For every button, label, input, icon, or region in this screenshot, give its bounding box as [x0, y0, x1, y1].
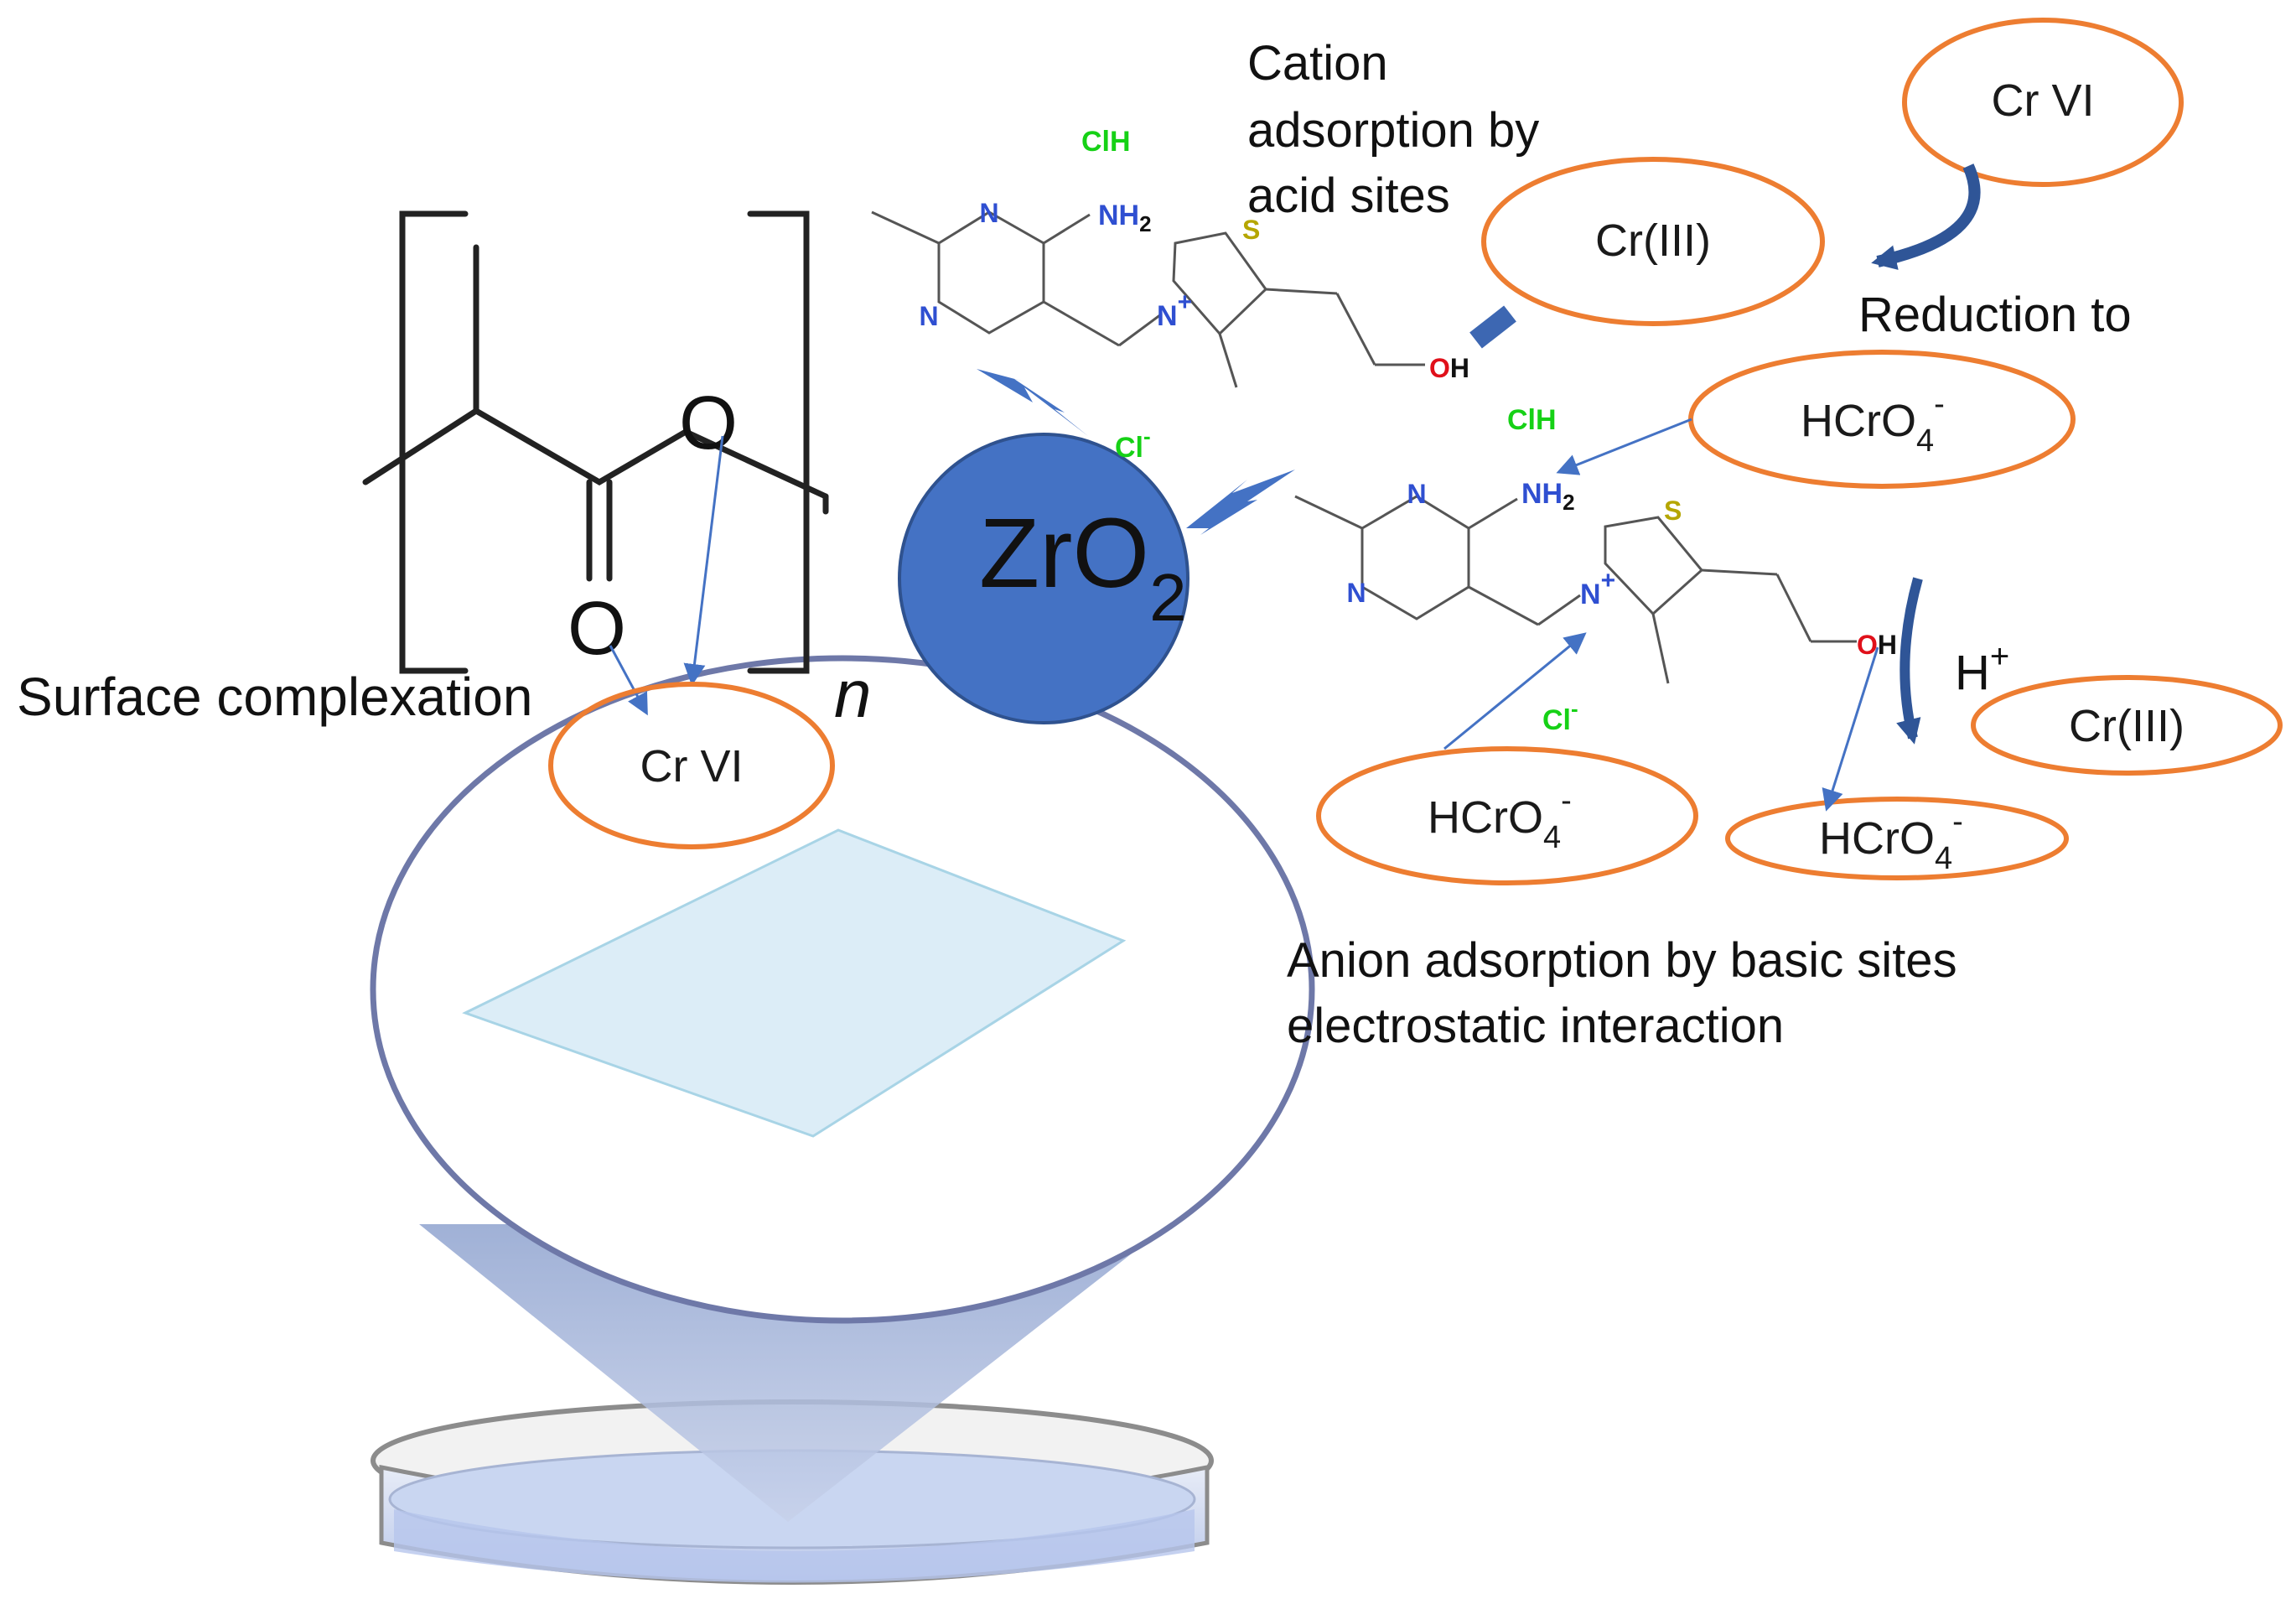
polymer-ring-oxygen: O [679, 382, 738, 465]
h-plus-label: H+ [1955, 638, 2009, 700]
arrow-hcro4-to-nplus [1443, 632, 1587, 750]
lightning-bolt-right [1186, 470, 1295, 535]
svg-text:ZrO2: ZrO2 [979, 498, 1187, 635]
lightning-bolt-top [977, 369, 1088, 436]
atom-s-top: S [1242, 215, 1260, 245]
dash-marker [1469, 305, 1516, 349]
anion-adsorption-line1: Anion adsorption by basic sites [1287, 933, 1957, 988]
oval-hcro4-lower: HCrO4- [1725, 797, 2069, 880]
svg-text:Cr(III): Cr(III) [1595, 215, 1711, 266]
thiamine-molecule-bottom: ClH N N NH2 S N+ OH [1294, 404, 1897, 684]
n-plus-label-top: N+ [1157, 288, 1192, 332]
oval-cr-vi-top: Cr VI [1902, 18, 2184, 187]
svg-text:Cr(III): Cr(III) [2069, 701, 2185, 751]
svg-text:Cr VI: Cr VI [640, 741, 743, 792]
oh-label-bottom: OH [1857, 630, 1897, 660]
film-sheet [462, 828, 1127, 1138]
svg-text:Cr VI: Cr VI [1991, 75, 2094, 126]
reduction-arrow [1871, 164, 1981, 270]
chloride-label-upper: Cl- [1115, 423, 1151, 464]
surface-complexation-label: Surface complexation [17, 667, 532, 727]
oh-label-top: OH [1429, 353, 1469, 383]
reduction-label: Reduction to [1858, 288, 2132, 342]
atom-s-bottom: S [1664, 496, 1682, 526]
arrow-hcro4-to-nh2 [1556, 418, 1692, 475]
oval-cr-iii-right: Cr(III) [1971, 675, 2283, 776]
nh2-label-bottom: NH2 [1521, 478, 1575, 515]
atom-n1-top: N [979, 198, 998, 228]
atom-n2-top: N [919, 301, 938, 331]
atom-n2-bottom: N [1346, 578, 1366, 608]
zro2-label: ZrO [979, 498, 1149, 609]
oval-hcro4-right: HCrO4- [1688, 350, 2076, 489]
magnified-view [370, 655, 1315, 1324]
cation-adsorption-line1: Cation [1247, 36, 1388, 91]
zro2-particle: ZrO2 [898, 433, 1189, 724]
atom-n1-bottom: N [1407, 479, 1426, 509]
clh-label-bottom: ClH [1507, 404, 1557, 436]
zro2-subscript: 2 [1149, 560, 1187, 635]
anion-adsorption-line2: electrostatic interaction [1287, 999, 1784, 1053]
arrow-oh-to-hcro4 [1822, 646, 1879, 812]
svg-text:HCrO4-: HCrO4- [1819, 804, 1963, 876]
polymer-structure: O O n [362, 210, 872, 731]
chloride-label-lower: Cl- [1542, 696, 1578, 736]
svg-text:HCrO4-: HCrO4- [1801, 387, 1945, 459]
thiamine-molecule-top: ClH N N NH2 S N+ OH [871, 126, 1516, 388]
oval-cr-iii-top: Cr(III) [1481, 157, 1825, 326]
cation-adsorption-line2: adsorption by [1247, 103, 1539, 158]
polymer-repeat-index: n [834, 657, 872, 731]
cation-adsorption-line3: acid sites [1247, 169, 1450, 223]
n-plus-label-bottom: N+ [1580, 567, 1615, 610]
clh-label-top: ClH [1081, 126, 1131, 158]
arrow-polymer-to-crvi [683, 435, 724, 686]
svg-text:HCrO4-: HCrO4- [1428, 783, 1572, 855]
arrow-carbonyl-to-crvi [609, 645, 648, 716]
oval-hcro4-bottom: HCrO4- [1316, 746, 1698, 885]
oval-cr-vi-left: Cr VI [548, 682, 835, 849]
nh2-label-top: NH2 [1098, 200, 1152, 236]
proton-release-arrow [1896, 577, 1923, 745]
